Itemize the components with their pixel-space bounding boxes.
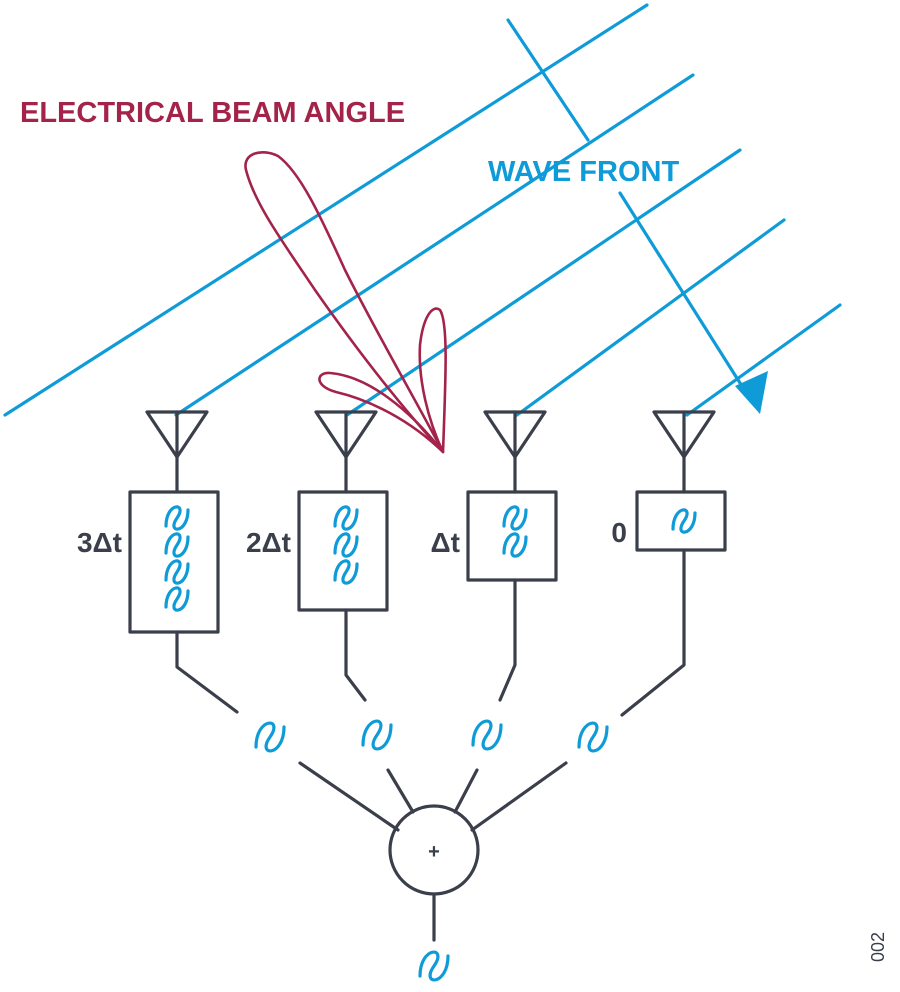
feed-4-upper (620, 548, 686, 717)
ray-3 (345, 148, 742, 417)
feed-3-upper (498, 578, 517, 702)
feed-4-lower (470, 761, 568, 832)
figure-id: 002 (868, 932, 888, 962)
antennas (145, 410, 716, 494)
box-1-sine-3 (164, 559, 190, 585)
feed-2-lower (386, 768, 415, 814)
feed-lines (175, 548, 686, 832)
ray-1 (3, 3, 649, 417)
delay-box-4 (635, 490, 727, 552)
box-3-sine-1 (502, 505, 528, 531)
wave-front-segment-upper (506, 18, 590, 142)
delay-box-2 (297, 490, 389, 612)
antenna-2 (314, 410, 378, 494)
wave-front-arrow-shaft (618, 191, 754, 404)
feed-sine-2 (361, 719, 393, 751)
antenna-1 (145, 410, 209, 494)
box-2-sine-1 (333, 505, 359, 531)
beam-angle-label: ELECTRICAL BEAM ANGLE (20, 97, 405, 129)
feed-1-upper (175, 630, 239, 714)
feed-1-lower (298, 761, 400, 832)
feed-2-upper (344, 608, 367, 702)
incoming-rays (3, 3, 842, 417)
delay-label-1: 3Δt (77, 527, 122, 558)
antenna-3 (483, 410, 547, 494)
main-lobe (244, 151, 445, 454)
wave-front-label: WAVE FRONT (488, 156, 679, 188)
box-2-sine-2 (333, 532, 359, 558)
delay-box-sines (164, 505, 697, 612)
ray-4 (515, 218, 786, 417)
feed-sine-1 (254, 721, 286, 753)
delay-label-3: Δt (431, 527, 460, 558)
wave-front-arrowhead (735, 371, 768, 414)
ray-5 (685, 303, 842, 417)
feed-sine-4 (577, 721, 609, 753)
antenna-4 (652, 410, 716, 494)
box-1-sine-1 (164, 505, 190, 531)
delay-label-4: 0 (611, 517, 627, 548)
box-2-sine-3 (333, 559, 359, 585)
delay-boxes (128, 490, 727, 634)
delay-label-2: 2Δt (246, 527, 291, 558)
box-3-sine-2 (502, 532, 528, 558)
delay-box-1 (128, 490, 220, 634)
summer-plus-sign: + (428, 841, 440, 863)
side-lobe-left (318, 371, 445, 454)
feed-sines (254, 719, 609, 753)
box-4-sine-1 (671, 508, 697, 534)
feed-sine-3 (471, 719, 503, 751)
delay-box-3 (466, 490, 558, 582)
output-sine (418, 950, 450, 982)
wave-front-line (506, 18, 768, 414)
side-lobe-right (418, 307, 447, 454)
beam-pattern (244, 151, 447, 454)
feed-3-lower (453, 768, 479, 814)
ray-2 (174, 73, 695, 417)
box-1-sine-4 (164, 586, 190, 612)
box-1-sine-2 (164, 532, 190, 558)
